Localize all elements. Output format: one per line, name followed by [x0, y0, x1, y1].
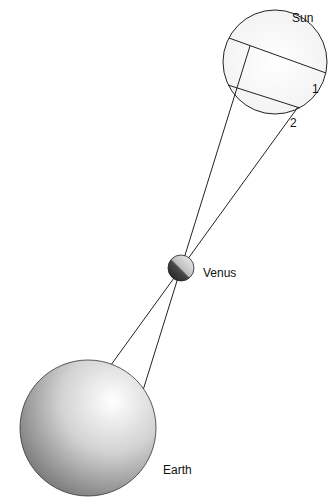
callout-number: 2: [290, 116, 297, 130]
body-label: Venus: [203, 266, 236, 280]
sight-line: [144, 46, 251, 389]
transit-chord: [228, 85, 300, 108]
body-label: Earth: [163, 463, 192, 477]
sun-disc: [223, 10, 327, 114]
venus-disc: [168, 255, 194, 281]
earth-globe: [20, 360, 156, 496]
callout-number: 1: [312, 82, 319, 96]
sight-line: [112, 107, 299, 364]
body-label: Sun: [292, 11, 313, 25]
